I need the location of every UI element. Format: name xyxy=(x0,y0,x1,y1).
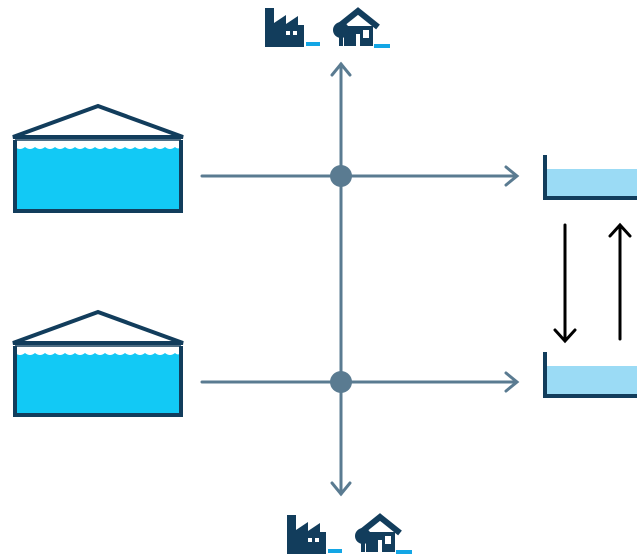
open-basin-icon xyxy=(546,366,637,394)
reservoir-bottom xyxy=(12,309,184,417)
down-arrowhead xyxy=(330,481,352,497)
bottom-consumers xyxy=(287,513,412,554)
house-icon xyxy=(333,7,390,48)
factory-icon xyxy=(287,515,342,554)
arrow-down-icon xyxy=(553,223,577,344)
top-consumers xyxy=(265,7,390,48)
basin-bottom xyxy=(543,352,637,398)
junction-node-lower xyxy=(330,371,352,393)
factory-icon xyxy=(265,8,320,47)
covered-reservoir-icon xyxy=(12,103,184,139)
reservoir-top xyxy=(12,103,184,213)
house-icon xyxy=(355,513,412,554)
open-basin-icon xyxy=(546,169,637,196)
right-arrowhead-lower xyxy=(504,371,520,393)
up-arrowhead xyxy=(330,61,352,77)
basin-flow-arrows xyxy=(553,222,632,344)
basin-top xyxy=(543,155,637,200)
right-arrowhead-upper xyxy=(504,165,520,187)
covered-reservoir-icon xyxy=(12,309,184,345)
pipe-network xyxy=(200,61,520,497)
arrow-up-icon xyxy=(608,222,632,341)
junction-node-upper xyxy=(330,165,352,187)
